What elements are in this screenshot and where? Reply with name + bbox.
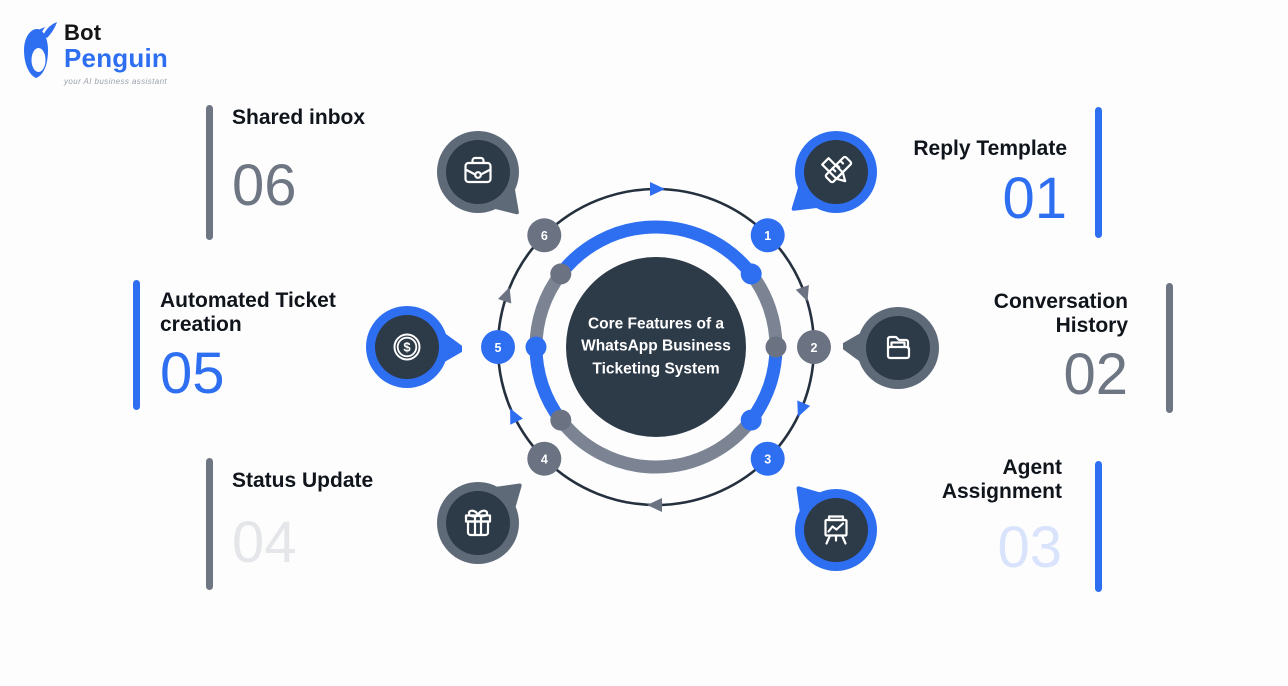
accent-bar <box>1166 283 1173 413</box>
ring-node-4: 4 <box>527 441 562 476</box>
gift-icon <box>464 509 492 537</box>
feature-label: Reply Template <box>913 137 1067 160</box>
ring-node-1: 1 <box>750 218 785 253</box>
feature-number: 04 <box>232 510 297 576</box>
accent-bar <box>1095 107 1102 238</box>
penguin-icon <box>24 22 57 78</box>
badge-automated-ticket-creation: $ <box>352 292 462 402</box>
bubble-blue <box>795 486 877 571</box>
center-circle <box>566 257 746 437</box>
folder-icon <box>886 335 911 360</box>
logo-text: Bot Penguin your AI business assistant <box>64 22 168 86</box>
diagram-title: Core Features of a WhatsApp Business Tic… <box>581 315 731 378</box>
badge-conversation-history <box>843 293 953 403</box>
feature-agent-assignment: Agent Assignment 03 <box>922 456 1062 581</box>
feature-label: Conversation History <box>993 290 1128 338</box>
arrow-icon <box>797 400 811 417</box>
ring-segment-gray-bottom <box>555 416 757 474</box>
logo-tagline: your AI business assistant <box>64 77 168 86</box>
ring-node-number: 6 <box>541 229 548 243</box>
cycle-diagram: 1 2 3 4 5 <box>476 167 836 527</box>
ring-junction-dots <box>525 263 787 431</box>
bubble-gray <box>437 482 522 564</box>
accent-bar <box>206 105 213 240</box>
bubble-gray <box>437 131 519 215</box>
feature-shared-inbox: Shared inbox 06 <box>232 106 366 219</box>
ring-node-3: 3 <box>750 441 785 476</box>
ring-segment-blue-top <box>555 220 757 278</box>
badge-status-update <box>423 468 533 578</box>
flow-arrows <box>498 182 811 512</box>
junction-dot-blue <box>525 336 547 358</box>
dollar-glyph: $ <box>403 340 411 355</box>
feature-label: Agent Assignment <box>941 456 1062 504</box>
junction-dot-gray <box>765 336 787 358</box>
feature-label: Status Update <box>232 469 374 492</box>
feature-number: 06 <box>232 153 297 219</box>
junction-dot-gray <box>550 263 572 285</box>
feature-label: Shared inbox <box>232 106 366 129</box>
feature-conversation-history: Conversation History 02 <box>958 290 1128 408</box>
junction-dot-gray <box>550 409 572 431</box>
feature-number: 02 <box>1063 342 1128 408</box>
feature-status-update: Status Update 04 <box>232 469 374 576</box>
botpenguin-logo: Bot Penguin your AI business assistant <box>16 22 168 86</box>
badge-reply-template <box>781 117 891 227</box>
accent-bar <box>1095 461 1102 592</box>
ring-segment-gray-upper-right <box>745 269 783 348</box>
ring-node-number: 5 <box>495 341 502 355</box>
arrow-icon <box>650 182 665 196</box>
ring-node-5: 5 <box>481 330 515 364</box>
badge-agent-assignment <box>781 475 891 585</box>
bubble-blue <box>366 306 462 388</box>
accent-bar <box>206 458 213 590</box>
briefcase-icon <box>464 156 492 184</box>
junction-dot-blue <box>740 263 762 285</box>
ring-node-number: 1 <box>764 229 771 243</box>
feature-number: 03 <box>997 515 1062 581</box>
feature-reply-template: Reply Template 01 <box>913 137 1067 232</box>
ring-node-6: 6 <box>527 218 562 253</box>
arrow-icon <box>795 284 809 302</box>
ring-node-number: 3 <box>764 452 771 466</box>
feature-number: 01 <box>1002 166 1067 232</box>
feature-automated-ticket-creation: Automated Ticket creation 05 <box>160 289 350 407</box>
ring-segment-gray-upper-left <box>529 269 567 348</box>
arrow-icon <box>498 287 512 304</box>
dollar-coin-icon: $ <box>393 333 421 361</box>
feature-label: Automated Ticket creation <box>160 289 336 337</box>
ring-node-2: 2 <box>797 330 831 364</box>
presentation-chart-icon <box>824 515 848 545</box>
accent-bar <box>133 280 140 410</box>
ring-segment-blue-lower-right <box>745 346 783 425</box>
arrow-icon <box>510 408 523 425</box>
feature-number: 05 <box>160 341 225 407</box>
bubble-blue <box>791 131 877 213</box>
cycle-ring: 1 2 3 4 5 <box>481 182 831 512</box>
junction-dot-blue <box>740 409 762 431</box>
arrow-icon <box>647 498 662 512</box>
ring-node-number: 4 <box>541 452 548 466</box>
logo-word-penguin: Penguin <box>64 43 168 73</box>
ring-segment-blue-lower-left <box>529 346 567 425</box>
logo-word-bot: Bot <box>64 20 102 45</box>
badge-shared-inbox <box>423 117 533 227</box>
ruler-pencil-icon <box>821 155 853 184</box>
ring-node-number: 2 <box>811 341 818 355</box>
ring-nodes: 1 2 3 4 5 <box>481 218 831 476</box>
